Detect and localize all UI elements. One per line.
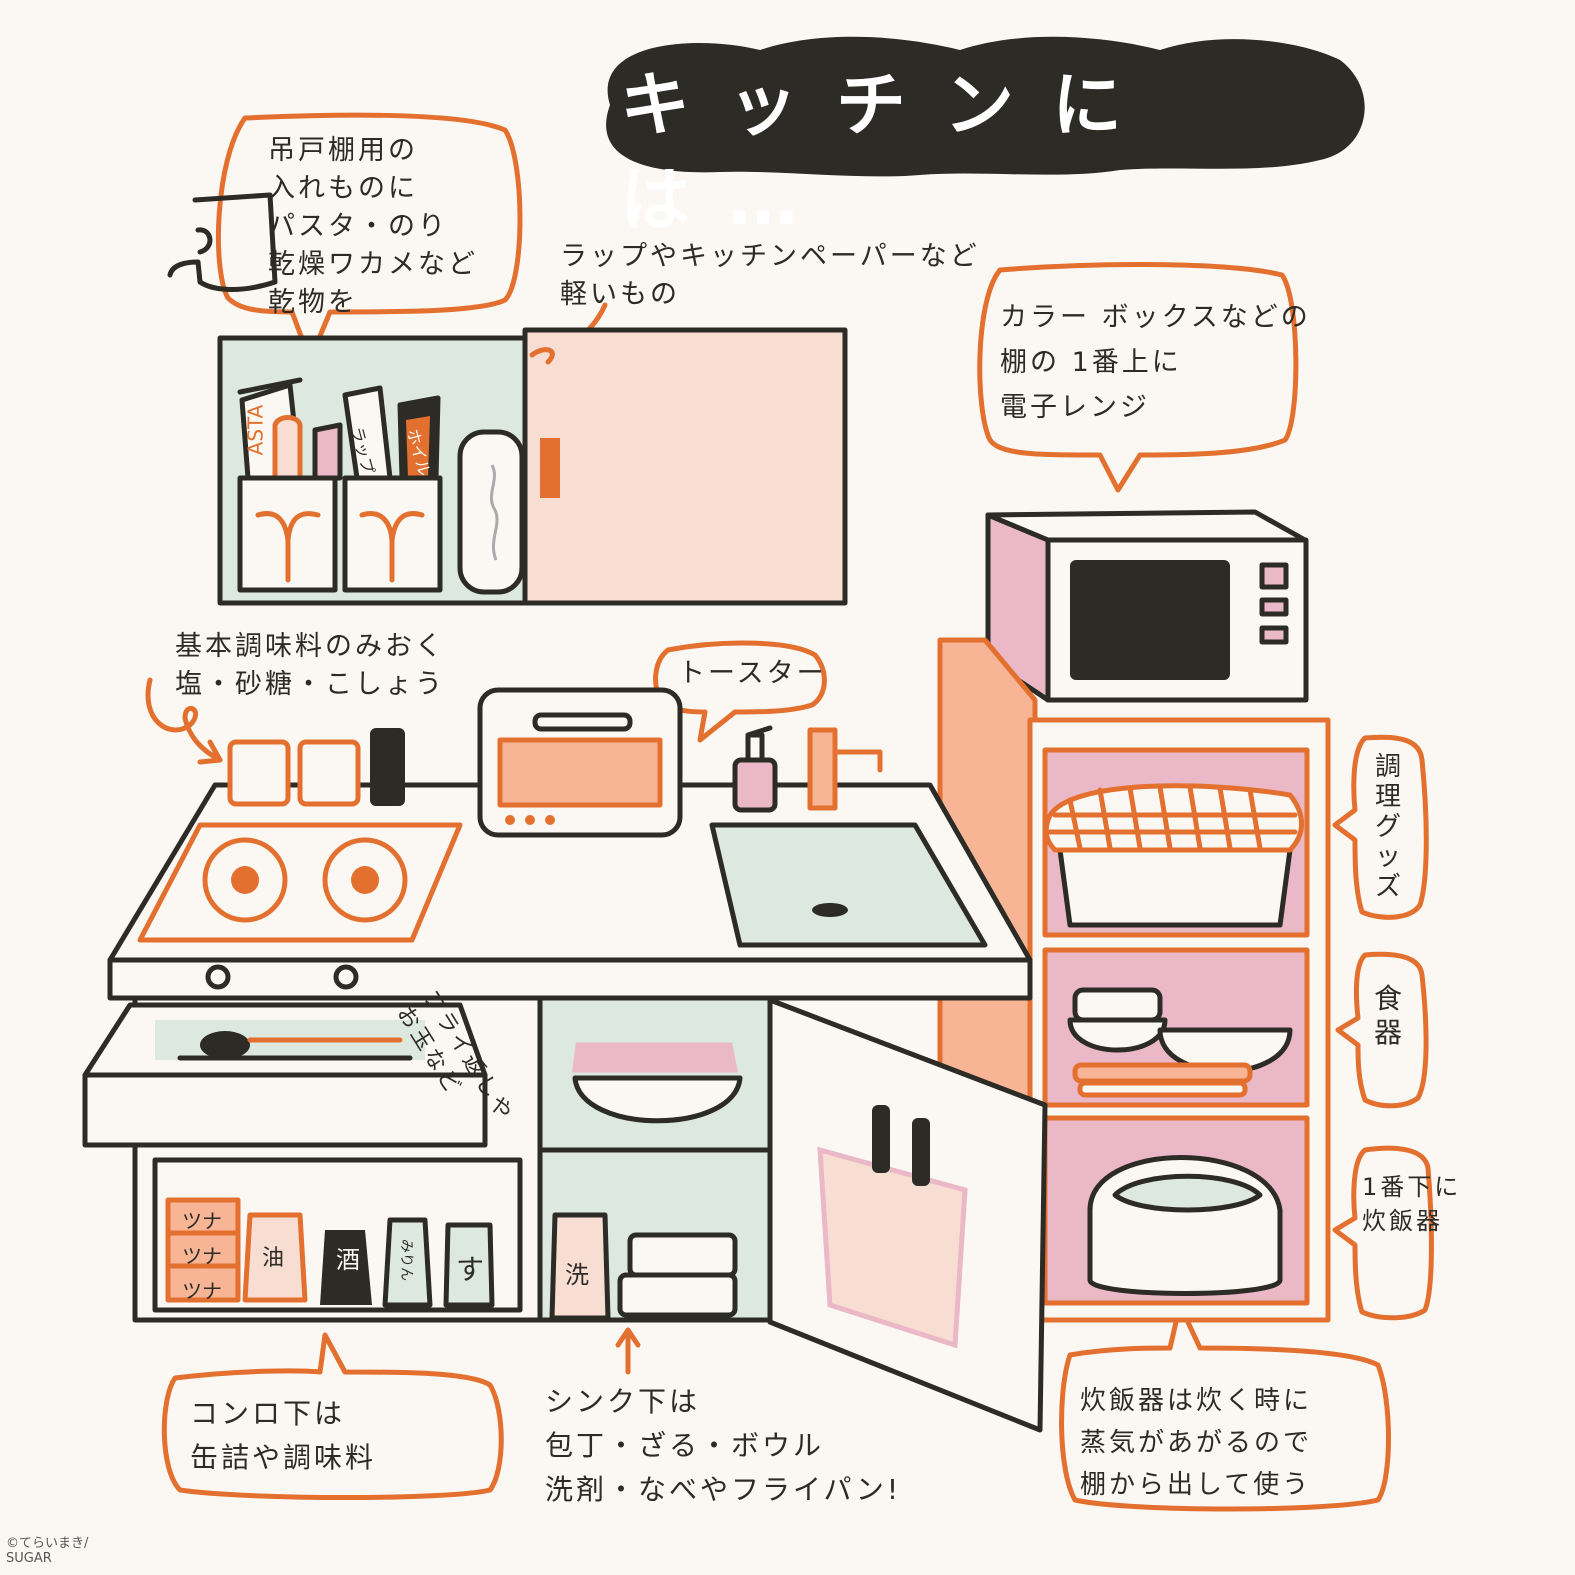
dishes-note: 食 器: [1373, 982, 1402, 1049]
cooking-goods-note: 調 理 グ ッ ズ: [1374, 752, 1401, 902]
oil-label: 油: [262, 1246, 285, 1271]
lower-cabinets: [82, 995, 1048, 1433]
seasoning-note: 基本調味料のみおく 塩・砂糖・こしょう: [175, 631, 445, 700]
title-banner: [606, 36, 1365, 177]
bubble-dishes: [1335, 951, 1429, 1109]
rice-cooker-shelf-note: 1番下に 炊飯器: [1362, 1173, 1462, 1235]
upper-cupboard: [217, 327, 848, 606]
copyright-credit: ©てらいまき/ SUGAR: [6, 1536, 89, 1566]
toaster-note: トースター: [678, 658, 827, 689]
cupboard-note: 吊戸棚用の 入れものに パスタ・のり 乾燥ワカメなど 乾物を: [268, 135, 478, 318]
tuna-label-1: ツナ: [182, 1209, 222, 1233]
detergent-label: 洗: [565, 1261, 589, 1289]
pasta-label: ASTA: [243, 404, 268, 456]
sake-label: 酒: [336, 1246, 360, 1274]
under-sink-note: シンク下は 包丁・ざる・ボウル 洗剤・なべやフライパン!: [545, 1385, 902, 1506]
bubble-steam: [1059, 1302, 1391, 1512]
mirin-label: みりん: [398, 1239, 414, 1281]
light-items-note: ラップやキッチンペーパーなど 軽いもの: [560, 241, 980, 310]
microwave: [985, 509, 1309, 703]
bubble-rice-cooker: [1332, 1145, 1434, 1321]
kitchen-counter: [107, 687, 1033, 1001]
vinegar-label: す: [456, 1253, 485, 1286]
hanging-organizer-icon: [167, 192, 278, 292]
rice-cooker-steam-note: 炊飯器は炊く時に 蒸気があがるので 棚から出して使う: [1080, 1386, 1313, 1500]
bubble-cooking-goods: [1332, 734, 1429, 920]
bubble-under-stove: [161, 1332, 504, 1500]
tuna-label-2: ツナ: [182, 1244, 222, 1268]
tuna-label-3: ツナ: [182, 1279, 222, 1303]
arrow-seasoning: [145, 677, 223, 765]
color-box-shelf: [937, 637, 1331, 1323]
bubble-cupboard: [215, 112, 523, 363]
arrow-under-sink: [615, 1327, 641, 1375]
microwave-note: カラー ボックスなどの 棚の 1番上に 電子レンジ: [1000, 302, 1311, 423]
under-stove-note: コンロ下は 缶詰や調味料: [190, 1397, 377, 1474]
bubble-microwave: [977, 262, 1299, 493]
page-title: キッチンには…: [620, 64, 1160, 241]
